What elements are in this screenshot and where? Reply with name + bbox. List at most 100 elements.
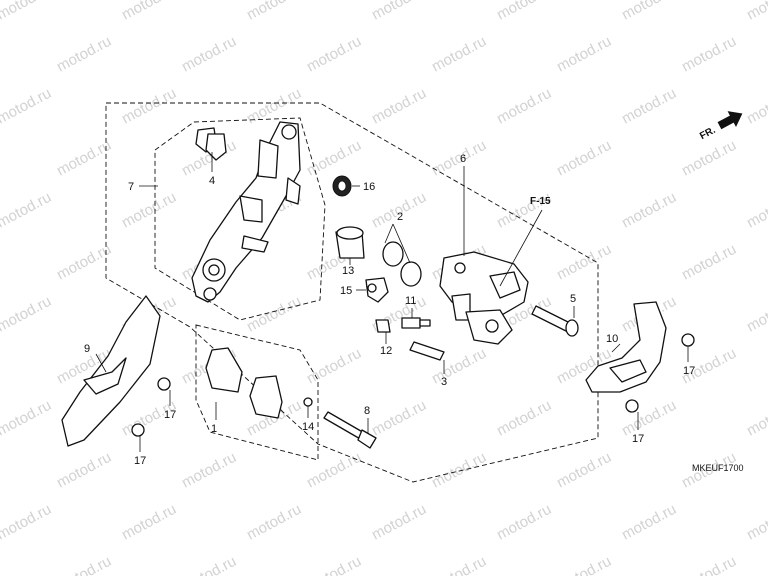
callout-10: 10 (606, 333, 618, 345)
watermark-text: motod.ru (119, 501, 179, 544)
callout-16: 16 (363, 181, 375, 193)
caliper-assembly-outline (105, 102, 599, 483)
watermark-text: motod.ru (369, 397, 429, 440)
pin-plug (303, 397, 313, 407)
watermark-text: motod.ru (179, 553, 239, 576)
watermark-text: motod.ru (429, 553, 489, 576)
watermark-text: motod.ru (304, 449, 364, 492)
callout-7: 7 (128, 181, 134, 193)
watermark-text: motod.ru (494, 501, 554, 544)
watermark-text: motod.ru (244, 0, 304, 24)
watermark-text: motod.ru (554, 33, 614, 76)
watermark-text: motod.ru (304, 345, 364, 388)
callout-17-left-upper: 17 (164, 409, 176, 421)
watermark-text: motod.ru (554, 449, 614, 492)
watermark-text: motod.ru (619, 501, 679, 544)
watermark-text: motod.ru (304, 137, 364, 180)
watermark-text: motod.ru (54, 449, 114, 492)
watermark-text: motod.ru (179, 449, 239, 492)
watermark-text: motod.ru (369, 85, 429, 128)
watermark-text: motod.ru (0, 501, 54, 544)
boot (332, 175, 352, 197)
caliper-bracket (191, 121, 301, 303)
callout-17-right-lower: 17 (632, 433, 644, 445)
reference-label: F-15 (530, 196, 551, 207)
watermark-text: motod.ru (494, 85, 554, 128)
watermark-text: motod.ru (0, 397, 54, 440)
watermark-text: motod.ru (429, 33, 489, 76)
watermark-text: motod.ru (619, 189, 679, 232)
watermark-text: motod.ru (244, 501, 304, 544)
watermark-text: motod.ru (0, 189, 54, 232)
watermark-text: motod.ru (679, 553, 739, 576)
watermark-text: motod.ru (744, 293, 768, 336)
front-indicator-label: FR. (698, 125, 718, 142)
pad-retainer (409, 341, 445, 361)
callout-17-left-lower: 17 (134, 455, 146, 467)
watermark-text: motod.ru (304, 33, 364, 76)
watermark-text: motod.ru (619, 0, 679, 24)
caliper-guard (585, 301, 667, 393)
callout-12: 12 (380, 345, 392, 357)
watermark-text: motod.ru (494, 397, 554, 440)
watermark-text: motod.ru (679, 241, 739, 284)
caliper-body (439, 251, 529, 345)
watermark-text: motod.ru (54, 33, 114, 76)
watermark-text: motod.ru (304, 553, 364, 576)
callout-6: 6 (460, 153, 466, 165)
watermark-text: motod.ru (744, 397, 768, 440)
slide-pin (531, 305, 579, 337)
watermark-text: motod.ru (429, 449, 489, 492)
watermark-text: motod.ru (54, 241, 114, 284)
pin-boot (365, 277, 389, 303)
watermark-text: motod.ru (179, 33, 239, 76)
watermark-text: motod.ru (619, 85, 679, 128)
watermark-text: motod.ru (0, 0, 54, 24)
callout-13: 13 (342, 265, 354, 277)
callout-2: 2 (397, 211, 403, 223)
bracket-outline (154, 117, 326, 321)
callout-15: 15 (340, 285, 352, 297)
callout-17-right-upper: 17 (683, 365, 695, 377)
watermark-text: motod.ru (119, 0, 179, 24)
watermark-text: motod.ru (744, 0, 768, 24)
watermark-text: motod.ru (244, 293, 304, 336)
piston (335, 226, 365, 259)
callout-9: 9 (84, 343, 90, 355)
callout-5: 5 (570, 293, 576, 305)
bleeder-valve (401, 317, 431, 329)
callout-3: 3 (441, 376, 447, 388)
watermark-text: motod.ru (679, 33, 739, 76)
piston-seals (382, 241, 422, 287)
watermark-text: motod.ru (679, 137, 739, 180)
watermark-text: motod.ru (119, 85, 179, 128)
front-arrow-icon (717, 111, 743, 130)
watermark-text: motod.ru (369, 501, 429, 544)
watermark-text: motod.ru (369, 0, 429, 24)
brake-pads (205, 347, 283, 419)
watermark-text: motod.ru (554, 553, 614, 576)
watermark-text: motod.ru (554, 241, 614, 284)
pad-spring (195, 127, 227, 161)
front-indicator: FR. (698, 111, 743, 142)
callout-1: 1 (211, 423, 217, 435)
disc-cover (61, 295, 161, 447)
callout-14: 14 (302, 421, 314, 433)
bleeder-cap (375, 319, 391, 333)
watermark-text: motod.ru (554, 137, 614, 180)
watermark-text: motod.ru (0, 85, 54, 128)
leader-lines (95, 152, 689, 452)
watermark-text: motod.ru (54, 137, 114, 180)
callout-4: 4 (209, 175, 215, 187)
pad-set-outline (195, 324, 319, 461)
watermark-text: motod.ru (744, 189, 768, 232)
watermark-text: motod.ru (119, 189, 179, 232)
watermark-text: motod.ru (494, 0, 554, 24)
callout-8: 8 (364, 405, 370, 417)
callout-11: 11 (405, 295, 416, 307)
watermark-text: motod.ru (244, 85, 304, 128)
watermark-text: motod.ru (54, 553, 114, 576)
watermark-text: motod.ru (744, 501, 768, 544)
